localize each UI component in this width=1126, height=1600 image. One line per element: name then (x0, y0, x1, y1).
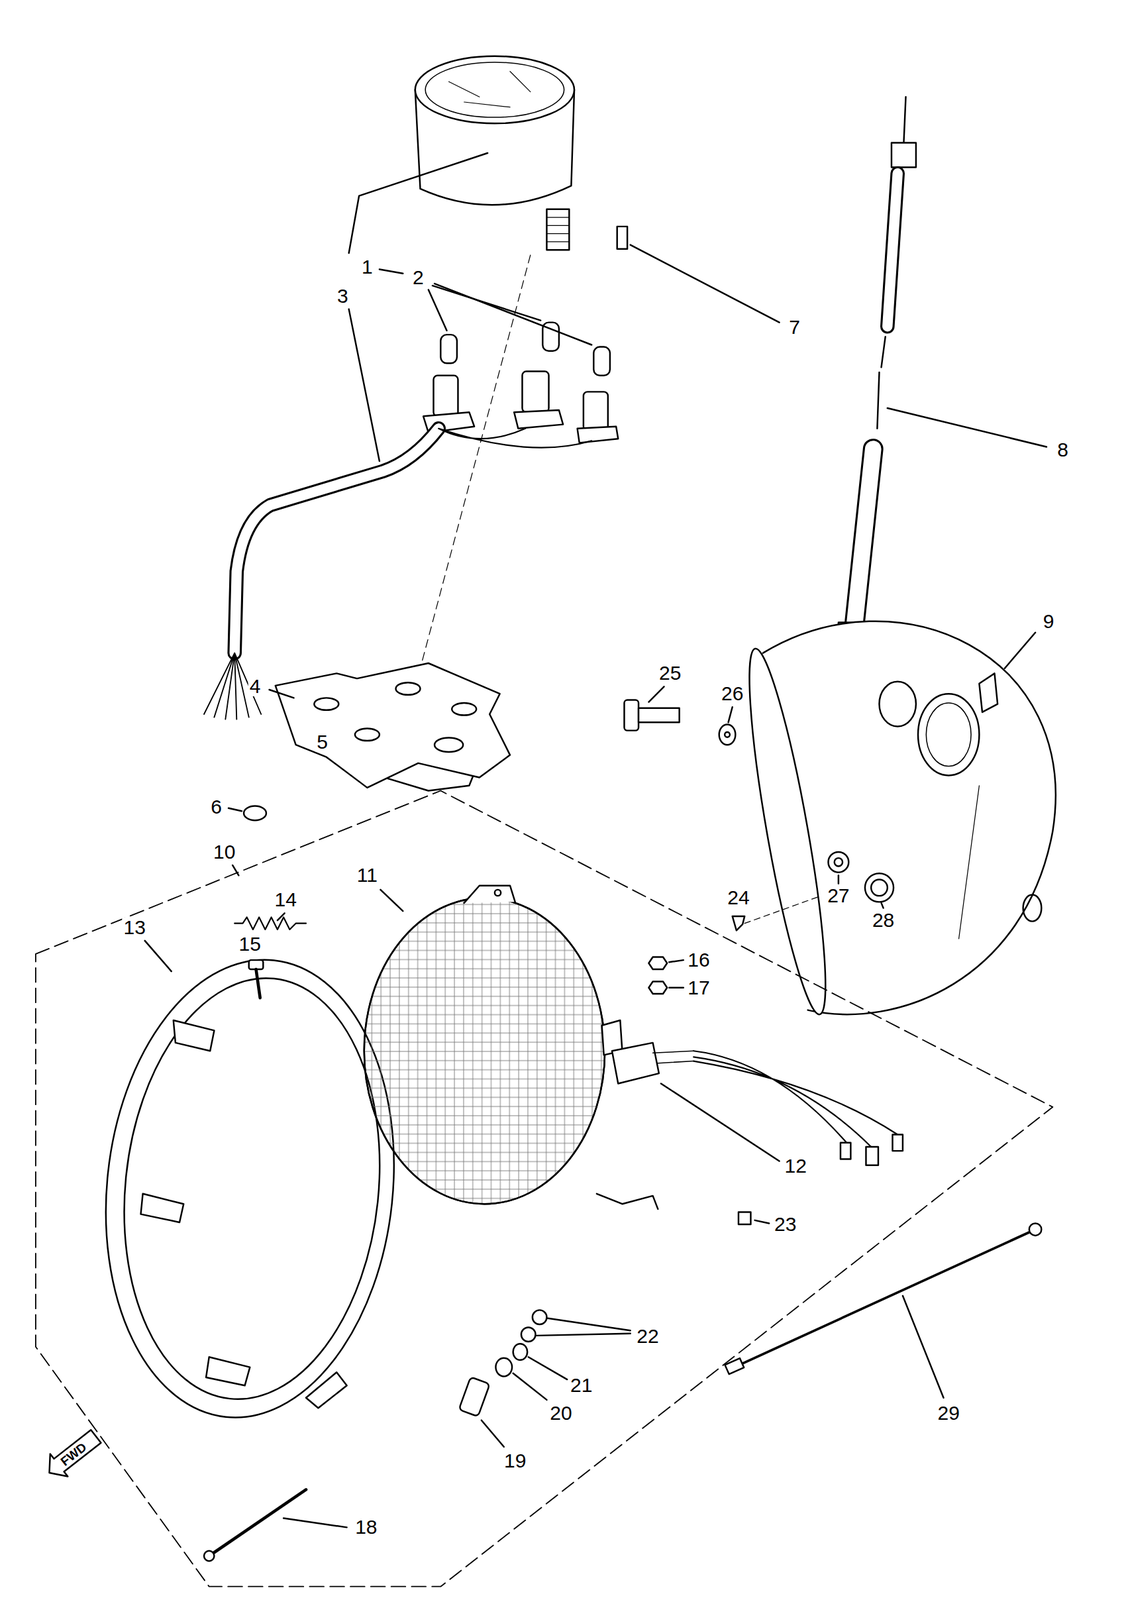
forward-arrow (40, 1424, 105, 1484)
callout-number: 20 (548, 1402, 573, 1423)
direction-label: FWD (56, 1438, 90, 1468)
callout-number: 27 (825, 885, 851, 906)
callout-number: 13 (122, 917, 148, 938)
callout-number: 14 (273, 889, 299, 910)
callout-number: 4 (248, 676, 263, 697)
callout-number: 17 (686, 977, 711, 998)
callout-number: 5 (315, 731, 330, 752)
ground-wire (734, 1229, 1036, 1368)
callout-number: 18 (353, 1516, 379, 1537)
callout-number: 16 (686, 949, 711, 970)
headlight-shell (735, 621, 1056, 1019)
callout-number: 23 (772, 1214, 798, 1234)
callout-number: 9 (1041, 611, 1056, 632)
callout-number: 15 (237, 933, 263, 954)
callout-number: 24 (725, 887, 751, 908)
callout-number: 7 (787, 317, 802, 338)
speedometer-cable (838, 96, 917, 686)
callout-number: 12 (783, 1155, 809, 1176)
callout-number: 22 (635, 1326, 660, 1346)
bulbs (440, 322, 611, 376)
callout-number: 3 (335, 286, 350, 307)
callout-number: 8 (1055, 439, 1070, 460)
callout-number: 2 (411, 267, 426, 288)
callout-number: 1 (360, 256, 375, 277)
callout-number: 6 (209, 796, 224, 817)
callout-number: 28 (870, 910, 896, 930)
bulb-sockets (423, 371, 618, 444)
callout-number: 25 (657, 663, 683, 683)
callout-number: 11 (355, 865, 379, 885)
spring (234, 916, 307, 929)
group-bracket (349, 153, 488, 254)
speedometer (415, 56, 628, 251)
callout-number: 29 (936, 1402, 962, 1423)
group-outline (35, 790, 1053, 1587)
headlight-lens (364, 885, 659, 1209)
callout-number: 26 (719, 683, 745, 704)
mounting-plate (275, 663, 511, 788)
callout-number: 19 (502, 1450, 528, 1471)
wire-connector (612, 1042, 903, 1166)
callout-number: 10 (211, 841, 237, 862)
callout-number: 21 (568, 1375, 594, 1395)
